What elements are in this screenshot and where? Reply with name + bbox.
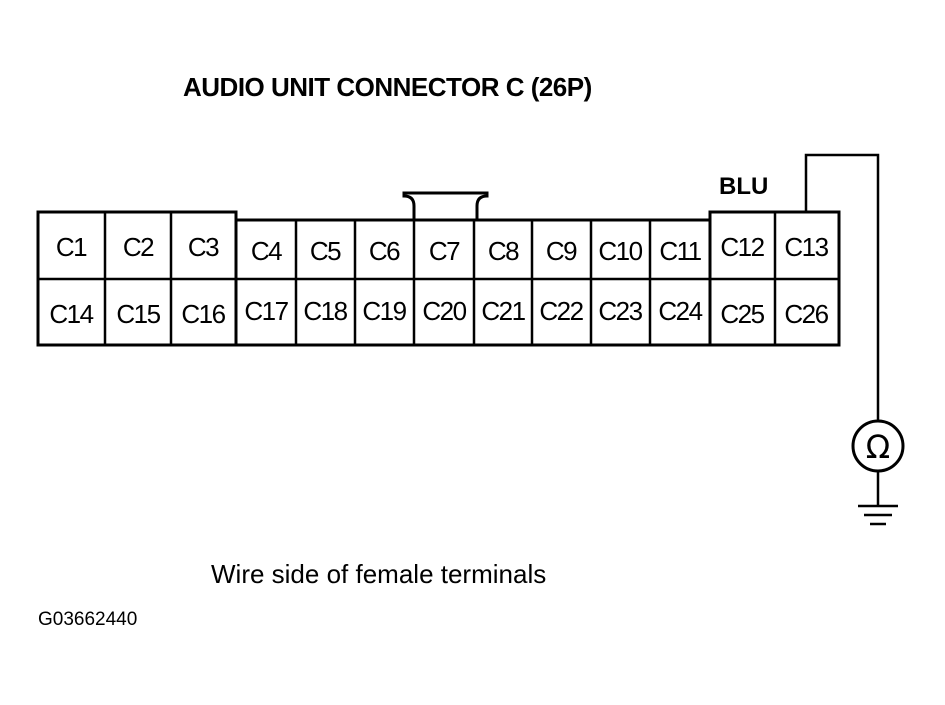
top-row-pins: C1 C2 C3 C4 C5 C6 C7 C8 C9 C10 C11 C12 C… (56, 232, 830, 266)
pin-label: C18 (303, 296, 347, 326)
pin-label: C7 (429, 236, 460, 266)
pin-label: C1 (56, 232, 87, 262)
pin-label: C26 (784, 299, 828, 329)
pin-label: C13 (784, 232, 828, 262)
pin-label: C12 (720, 232, 764, 262)
pin-label: C10 (598, 236, 642, 266)
ground-icon (858, 504, 898, 526)
pin-label: C20 (422, 296, 466, 326)
pin-label: C25 (720, 299, 764, 329)
pin-label: C5 (310, 236, 341, 266)
view-caption: Wire side of female terminals (211, 559, 547, 589)
pin-label: C19 (362, 296, 406, 326)
connector-grid (38, 212, 839, 345)
pin-label: C6 (369, 236, 400, 266)
pin-label: C3 (188, 232, 219, 262)
ohm-symbol: Ω (866, 428, 890, 466)
pin-label: C2 (123, 232, 154, 262)
figure-id: G03662440 (38, 609, 138, 630)
pin-label: C8 (488, 236, 519, 266)
bottom-row-pins: C14 C15 C16 C17 C18 C19 C20 C21 C22 C23 … (49, 296, 830, 329)
pin-label: C24 (658, 296, 702, 326)
pin-label: C22 (539, 296, 583, 326)
wire-color-label: BLU (719, 173, 769, 200)
connector-title: AUDIO UNIT CONNECTOR C (26P) (183, 72, 592, 102)
ohmmeter-icon: Ω (851, 419, 905, 473)
pin-label: C15 (116, 299, 160, 329)
pin-label: C17 (244, 296, 288, 326)
test-lead (804, 153, 880, 505)
pin-label: C11 (659, 236, 701, 266)
pin-label: C21 (481, 296, 525, 326)
pin-label: C4 (251, 236, 282, 266)
pin-label: C14 (49, 299, 93, 329)
pin-label: C23 (598, 296, 642, 326)
pin-label: C9 (546, 236, 577, 266)
pin-label: C16 (181, 299, 225, 329)
